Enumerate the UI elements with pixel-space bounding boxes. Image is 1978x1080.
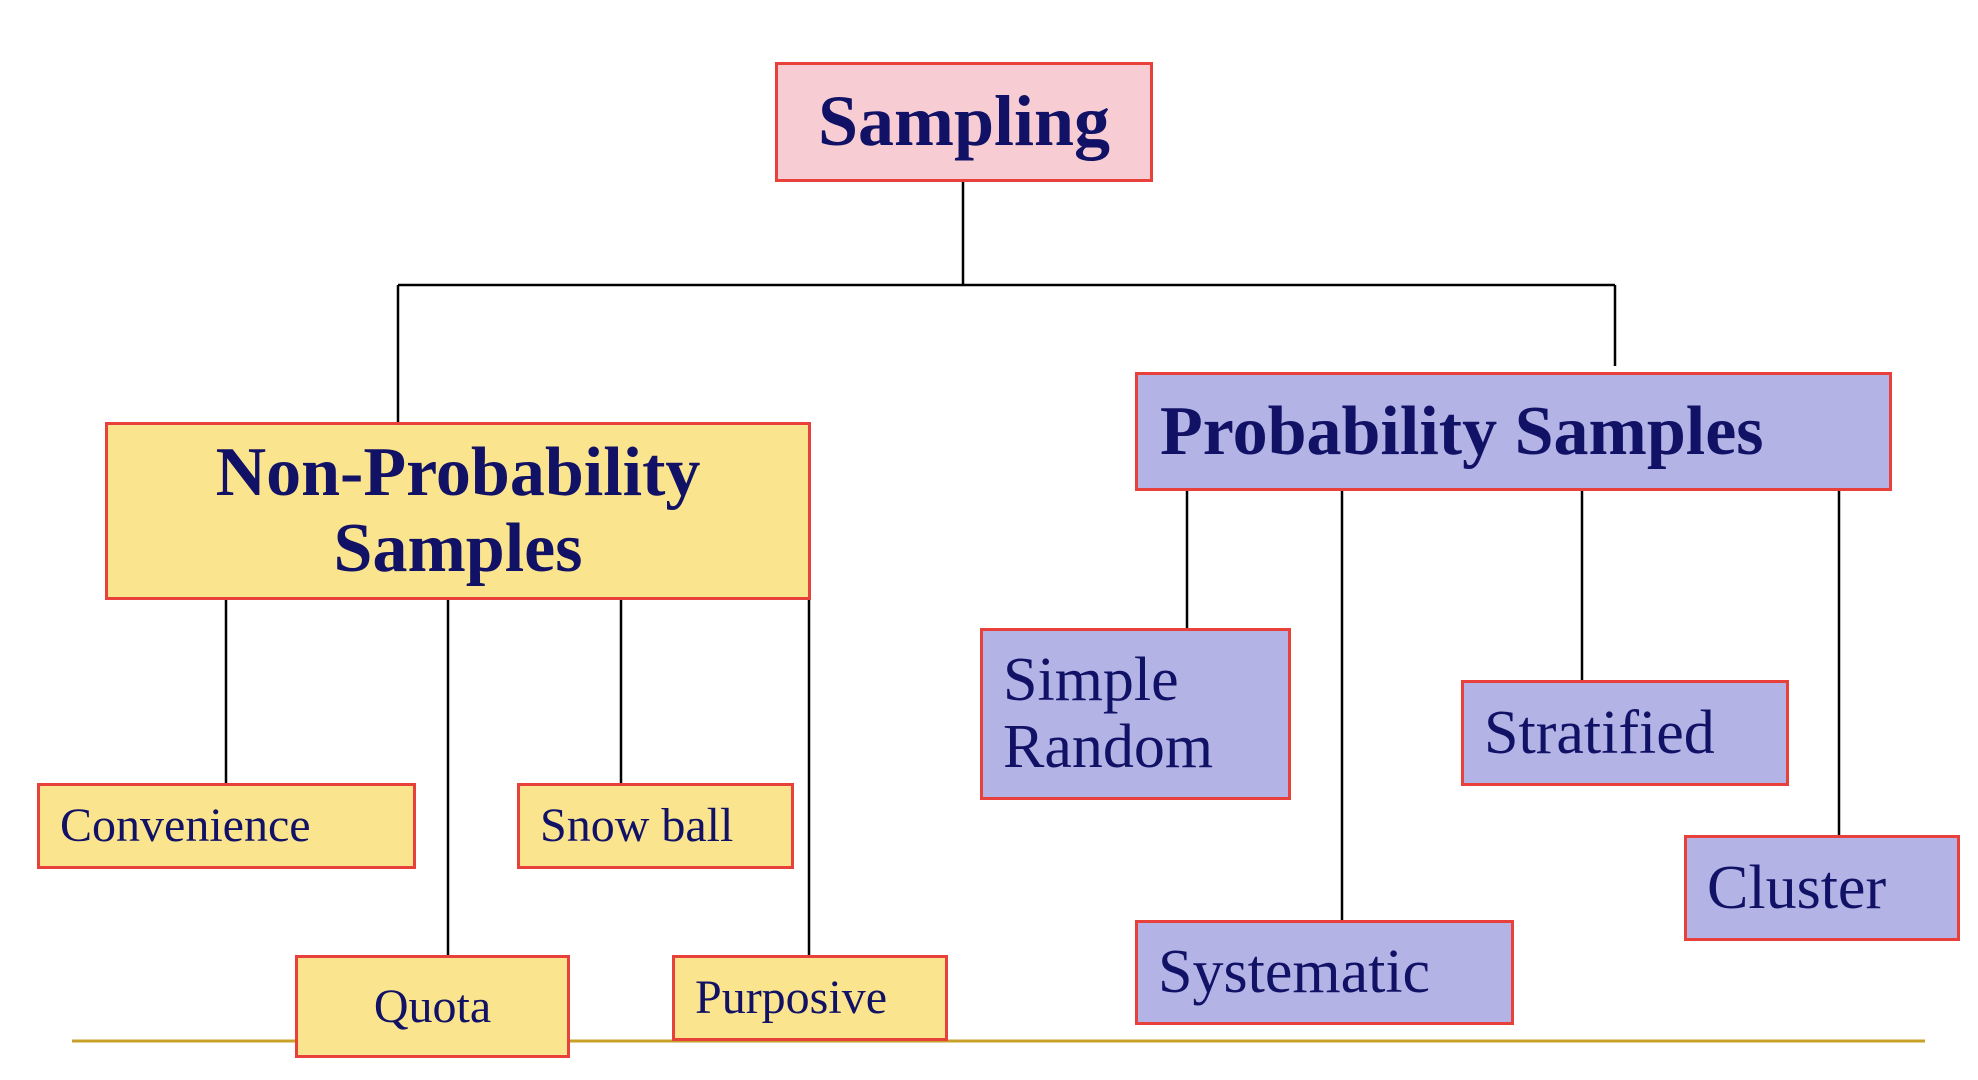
node-snow-ball: Snow ball <box>517 783 794 869</box>
node-snow-ball-label: Snow ball <box>540 799 734 853</box>
node-systematic-label: Systematic <box>1158 938 1431 1007</box>
node-non-probability-samples: Non-Probability Samples <box>105 422 811 600</box>
node-purposive-label: Purposive <box>695 971 887 1025</box>
node-probability-label: Probability Samples <box>1160 392 1764 470</box>
node-sampling-label: Sampling <box>817 81 1111 162</box>
node-convenience-label: Convenience <box>60 799 311 853</box>
node-simple-random: Simple Random <box>980 628 1291 800</box>
node-purposive: Purposive <box>672 955 948 1041</box>
node-stratified-label: Stratified <box>1484 698 1715 767</box>
node-non-probability-label: Non-Probability Samples <box>215 434 701 587</box>
node-simple-random-label: Simple Random <box>1003 646 1214 781</box>
node-sampling: Sampling <box>775 62 1153 182</box>
node-systematic: Systematic <box>1135 920 1514 1025</box>
node-cluster-label: Cluster <box>1707 853 1887 922</box>
node-stratified: Stratified <box>1461 680 1789 786</box>
node-quota-label: Quota <box>373 979 492 1033</box>
node-cluster: Cluster <box>1684 835 1960 941</box>
node-probability-samples: Probability Samples <box>1135 372 1892 491</box>
node-quota: Quota <box>295 955 570 1058</box>
node-convenience: Convenience <box>37 783 416 869</box>
